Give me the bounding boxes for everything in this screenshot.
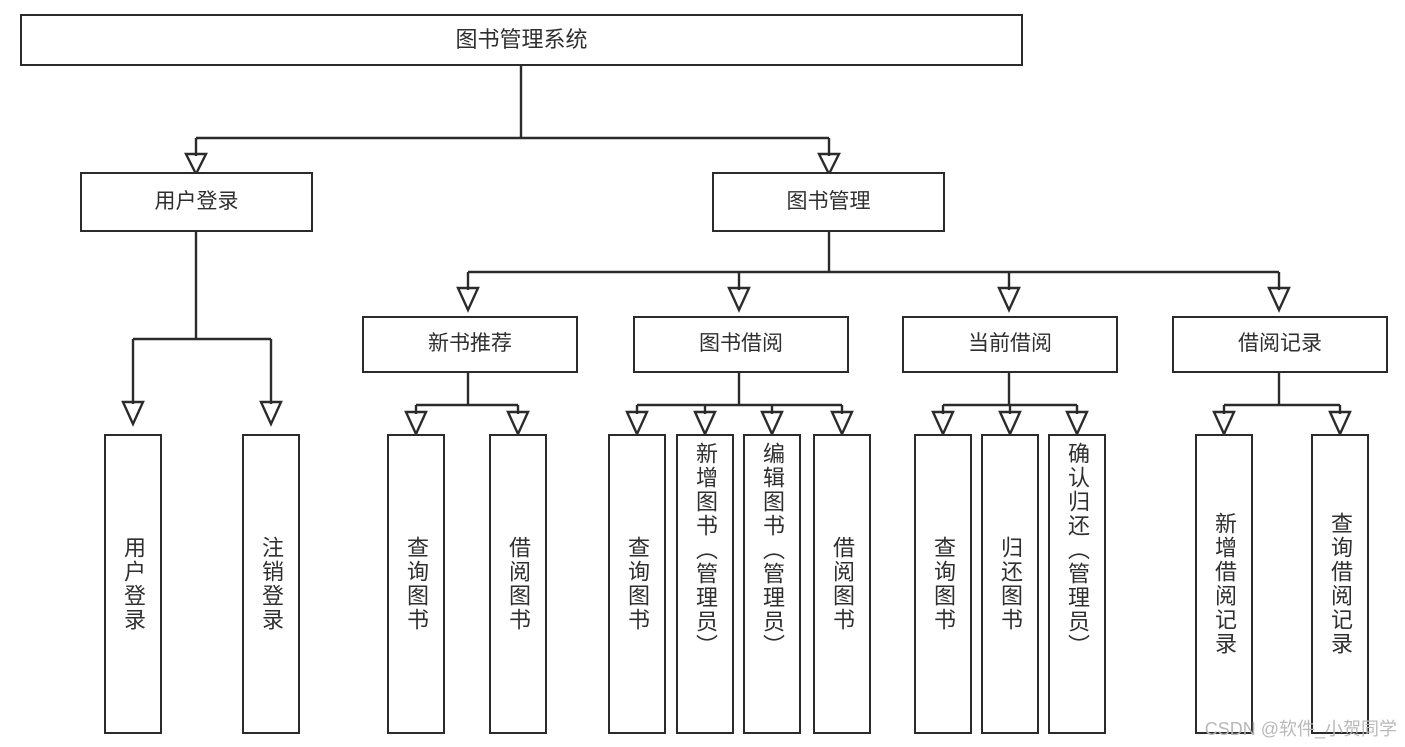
node-book-borrow[interactable]: 图书借阅: [633, 316, 849, 373]
leaf-add-book-admin[interactable]: 新增图书（管理员）: [676, 434, 734, 734]
node-current-borrow[interactable]: 当前借阅: [902, 316, 1118, 373]
node-label: 用户登录: [121, 536, 146, 632]
node-label: 图书借阅: [699, 332, 783, 356]
leaf-confirm-return-admin[interactable]: 确认归还（管理员）: [1048, 434, 1106, 734]
leaf-add-borrow-record[interactable]: 新增借阅记录: [1195, 434, 1253, 734]
node-label: 注销登录: [259, 536, 284, 632]
node-label: 查询图书: [404, 536, 429, 632]
node-borrow-record[interactable]: 借阅记录: [1172, 316, 1388, 373]
node-label: 新增借阅记录: [1212, 512, 1237, 656]
node-root-system[interactable]: 图书管理系统: [20, 14, 1023, 66]
node-label: 图书管理系统: [455, 27, 588, 53]
node-label: 借阅图书: [830, 536, 855, 632]
leaf-edit-book-admin[interactable]: 编辑图书（管理员）: [743, 434, 801, 734]
node-label: 借阅图书: [506, 536, 531, 632]
node-label: 用户登录: [154, 189, 239, 213]
node-label: 编辑图书（管理员）: [760, 442, 785, 658]
node-label: 确认归还（管理员）: [1065, 442, 1090, 658]
node-user-login[interactable]: 用户登录: [80, 172, 313, 232]
node-book-management[interactable]: 图书管理: [712, 172, 945, 232]
leaf-query-borrow-record[interactable]: 查询借阅记录: [1311, 434, 1369, 734]
leaf-return-book[interactable]: 归还图书: [981, 434, 1039, 734]
node-label: 归还图书: [998, 536, 1023, 632]
leaf-query-book-new[interactable]: 查询图书: [387, 434, 445, 734]
node-label: 查询图书: [625, 536, 650, 632]
node-label: 查询借阅记录: [1328, 512, 1353, 656]
node-new-book-recommend[interactable]: 新书推荐: [362, 316, 578, 373]
leaf-query-book-current[interactable]: 查询图书: [914, 434, 972, 734]
leaf-user-login[interactable]: 用户登录: [104, 434, 162, 734]
node-label: 借阅记录: [1238, 332, 1322, 356]
node-label: 当前借阅: [968, 332, 1052, 356]
node-label: 查询图书: [931, 536, 956, 632]
leaf-borrow-book-new[interactable]: 借阅图书: [489, 434, 547, 734]
node-label: 新增图书（管理员）: [693, 442, 718, 658]
node-label: 新书推荐: [428, 332, 512, 356]
leaf-borrow-book[interactable]: 借阅图书: [813, 434, 871, 734]
leaf-query-book-borrow[interactable]: 查询图书: [608, 434, 666, 734]
csdn-watermark: CSDN @软件_小贺同学: [1204, 719, 1397, 739]
node-label: 图书管理: [786, 189, 871, 213]
leaf-logout[interactable]: 注销登录: [242, 434, 300, 734]
